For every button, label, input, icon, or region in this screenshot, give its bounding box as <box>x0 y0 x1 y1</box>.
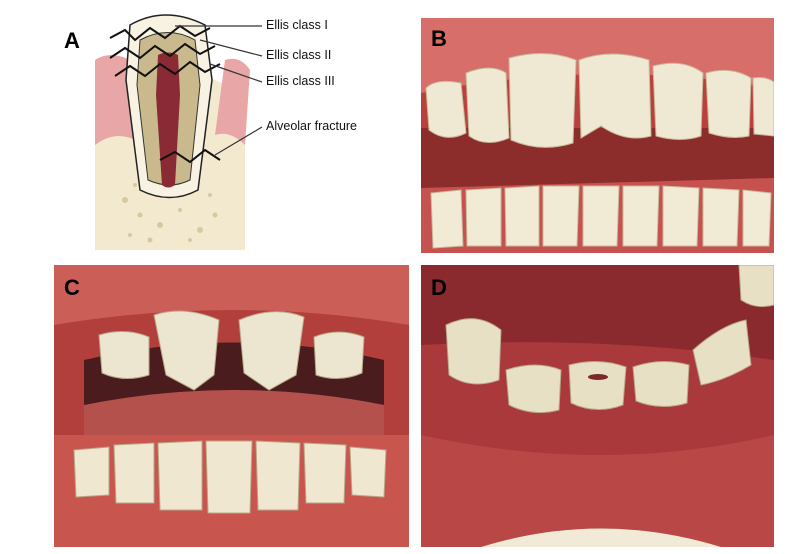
tooth-diagram <box>95 14 263 250</box>
callout-ellis-class-2: Ellis class II <box>266 48 332 62</box>
fracture-line-alveolar <box>159 148 221 164</box>
panel-label-d: D <box>431 275 447 300</box>
exposed-pulp <box>588 374 608 380</box>
panel-c-photo: C <box>54 265 409 547</box>
leader-line <box>199 39 263 57</box>
panel-label-b: B <box>431 26 447 51</box>
panel-d-photo: D <box>421 265 774 547</box>
photo-chipped-incisor <box>421 18 774 253</box>
callout-alveolar-fracture: Alveolar fracture <box>266 119 358 133</box>
pulp <box>156 52 180 188</box>
leader-line <box>214 126 263 156</box>
gum-left <box>95 55 135 145</box>
callout-ellis-class-3: Ellis class III <box>266 74 335 88</box>
panel-label-c: C <box>64 275 80 300</box>
fracture-line-class1 <box>109 24 211 42</box>
photo-pulp-exposure <box>421 265 774 547</box>
panel-a-illustration: A Ellis class I Ellis class II Ellis cla… <box>40 0 410 258</box>
photo-fractured-incisors <box>54 265 409 547</box>
gum-right <box>215 58 250 145</box>
fracture-line-class2 <box>109 42 216 60</box>
leader-line <box>209 63 263 83</box>
panel-label-a: A <box>64 28 80 53</box>
fracture-line-class3 <box>114 60 221 78</box>
panel-b-photo: B <box>421 18 774 253</box>
callout-ellis-class-1: Ellis class I <box>266 18 328 32</box>
